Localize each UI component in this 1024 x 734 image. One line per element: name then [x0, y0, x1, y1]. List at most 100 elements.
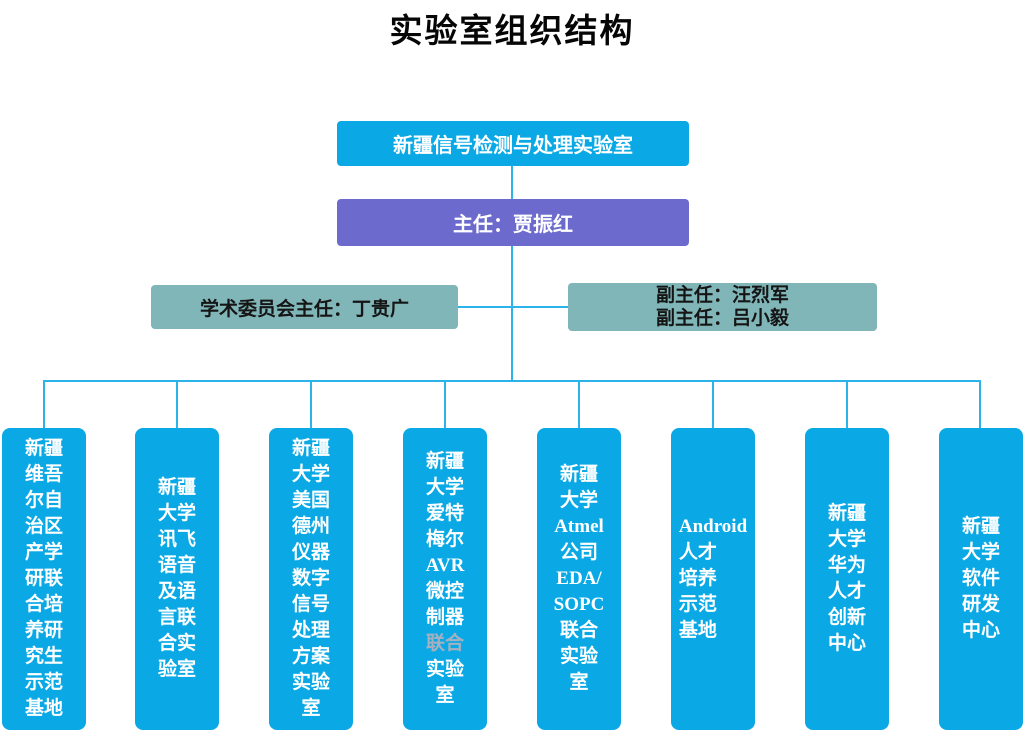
org-box-text-line: 人才	[827, 581, 866, 602]
org-box-text-line: 示范	[678, 594, 717, 615]
org-box-text-line: 微控	[425, 581, 464, 602]
org-box-text-line: 基地	[24, 698, 63, 719]
org-box-child-2-lines: 新疆大学讯飞语音及语言联合实验室	[158, 475, 196, 683]
connector-drop-1	[43, 380, 45, 428]
org-box-text-line: 大学	[559, 490, 598, 511]
org-box-text-line: 基地	[678, 620, 717, 641]
org-box-text-line: 爱特	[425, 503, 464, 524]
org-box-text-line: 梅尔	[425, 529, 464, 550]
org-box-child-4: 新疆大学爱特梅尔 AVR 微控制器联合实验室	[403, 428, 487, 730]
org-box-text-line: 数字	[291, 568, 330, 589]
org-box-text-line: 德州	[291, 516, 330, 537]
org-box-text-line: 人才	[678, 542, 717, 563]
page-title: 实验室组织结构	[389, 14, 635, 50]
org-box-text-line: 大学	[827, 529, 866, 550]
org-box-text-line: 新疆	[425, 451, 464, 472]
org-box-child-6: Android 人才培养示范基地	[671, 428, 755, 730]
org-box-text-line: 副主任：汪烈军	[655, 285, 789, 306]
org-box-text-line: 语音	[157, 555, 196, 576]
org-box-text-line: 仪器	[291, 542, 330, 563]
org-box-text-line: 合实	[157, 633, 196, 654]
org-box-text-line: 新疆	[291, 438, 330, 459]
org-box-text-line: 软件	[961, 568, 1000, 589]
org-box-text-line: 治区	[24, 516, 63, 537]
org-box-text-line: 信号	[291, 594, 330, 615]
connector-drop-8	[979, 380, 981, 428]
org-box-child-7-lines: 新疆大学华为人才创新中心	[828, 501, 866, 657]
org-box-child-7: 新疆大学华为人才创新中心	[805, 428, 889, 730]
org-box-text-line: Android	[678, 516, 748, 537]
org-box-text-line: 新疆	[559, 464, 598, 485]
org-box-text-line: 维吾	[24, 464, 63, 485]
org-box-committee-label: 学术委员会主任：丁贵广	[199, 298, 409, 320]
org-box-text-line: 室	[301, 698, 321, 719]
org-box-child-1-lines: 新疆维吾尔自治区产学研联合培养研究生示范基地	[25, 436, 63, 722]
connector-drop-6	[712, 380, 714, 428]
org-box-text-line: 新疆	[961, 516, 1000, 537]
org-box-text-line: 尔自	[24, 490, 63, 511]
org-box-text-line: 创新	[827, 607, 866, 628]
org-box-text-line: 联合	[425, 633, 464, 654]
org-box-text-line: 讯飞	[157, 529, 196, 550]
org-box-text-line: 大学	[961, 542, 1000, 563]
org-box-text-line: SOPC	[553, 594, 605, 615]
org-box-child-1: 新疆维吾尔自治区产学研联合培养研究生示范基地	[2, 428, 86, 730]
org-box-text-line: 副主任：吕小毅	[655, 308, 789, 329]
org-box-text-line: 大学	[157, 503, 196, 524]
org-box-child-4-lines: 新疆大学爱特梅尔 AVR 微控制器联合实验室	[426, 449, 465, 709]
org-box-text-line: Atmel	[554, 516, 604, 537]
org-box-child-3: 新疆大学美国德州仪器数字信号处理方案实验室	[269, 428, 353, 730]
org-box-child-8: 新疆大学软件研发中心	[939, 428, 1023, 730]
org-box-text-line: 中心	[961, 620, 1000, 641]
org-box-text-line: 及语	[157, 581, 196, 602]
org-box-deputies-lines: 副主任：汪烈军副主任：吕小毅	[656, 284, 789, 330]
org-box-director: 主任：贾振红	[337, 199, 689, 246]
org-box-text-line: 实验	[559, 646, 598, 667]
org-box-text-line: 培养	[678, 568, 717, 589]
org-box-text-line: 研发	[961, 594, 1000, 615]
org-box-text-line: 制器	[425, 607, 464, 628]
org-box-text-line: 实验	[425, 659, 464, 680]
connector-committee-stub	[458, 306, 512, 308]
org-box-child-6-lines: Android 人才培养示范基地	[679, 514, 747, 644]
connector-drop-5	[578, 380, 580, 428]
org-box-text-line: 产学	[24, 542, 63, 563]
org-box-text-line: 新疆	[827, 503, 866, 524]
org-box-child-5: 新疆大学 Atmel 公司 EDA/SOPC 联合实验室	[537, 428, 621, 730]
org-box-text-line: 中心	[827, 633, 866, 654]
org-box-text-line: 研联	[24, 568, 63, 589]
org-box-child-8-lines: 新疆大学软件研发中心	[962, 514, 1000, 644]
connector-drop-7	[846, 380, 848, 428]
org-box-text-line: 大学	[425, 477, 464, 498]
connector-children-horizontal	[43, 380, 981, 382]
connector-director-main	[511, 246, 513, 380]
org-box-text-line: 美国	[291, 490, 330, 511]
org-box-text-line: 华为	[827, 555, 866, 576]
org-box-text-line: 养研	[24, 620, 63, 641]
org-box-text-line: 处理	[291, 620, 330, 641]
org-box-text-line: 验室	[157, 659, 196, 680]
org-box-text-line: 室	[569, 672, 589, 693]
org-box-text-line: 大学	[291, 464, 330, 485]
org-box-text-line: 联合	[559, 620, 598, 641]
org-box-text-line: 言联	[157, 607, 196, 628]
connector-drop-2	[176, 380, 178, 428]
connector-deputies-stub	[512, 306, 568, 308]
org-box-text-line: 公司	[559, 542, 598, 563]
org-box-text-line: 新疆	[24, 438, 63, 459]
connector-drop-4	[444, 380, 446, 428]
org-box-text-line: EDA/	[556, 568, 602, 589]
org-box-text-line: 新疆	[157, 477, 196, 498]
org-box-root: 新疆信号检测与处理实验室	[337, 121, 689, 166]
org-box-text-line: 究生	[24, 646, 63, 667]
org-box-root-label: 新疆信号检测与处理实验室	[393, 135, 633, 157]
org-box-text-line: 实验	[291, 672, 330, 693]
org-box-text-line: 合培	[24, 594, 63, 615]
org-box-child-2: 新疆大学讯飞语音及语言联合实验室	[135, 428, 219, 730]
org-box-text-line: 室	[435, 685, 455, 706]
org-box-child-5-lines: 新疆大学 Atmel 公司 EDA/SOPC 联合实验室	[554, 462, 605, 696]
org-box-director-label: 主任：贾振红	[453, 214, 573, 236]
org-box-text-line: AVR	[425, 555, 465, 576]
org-box-child-3-lines: 新疆大学美国德州仪器数字信号处理方案实验室	[292, 436, 330, 722]
